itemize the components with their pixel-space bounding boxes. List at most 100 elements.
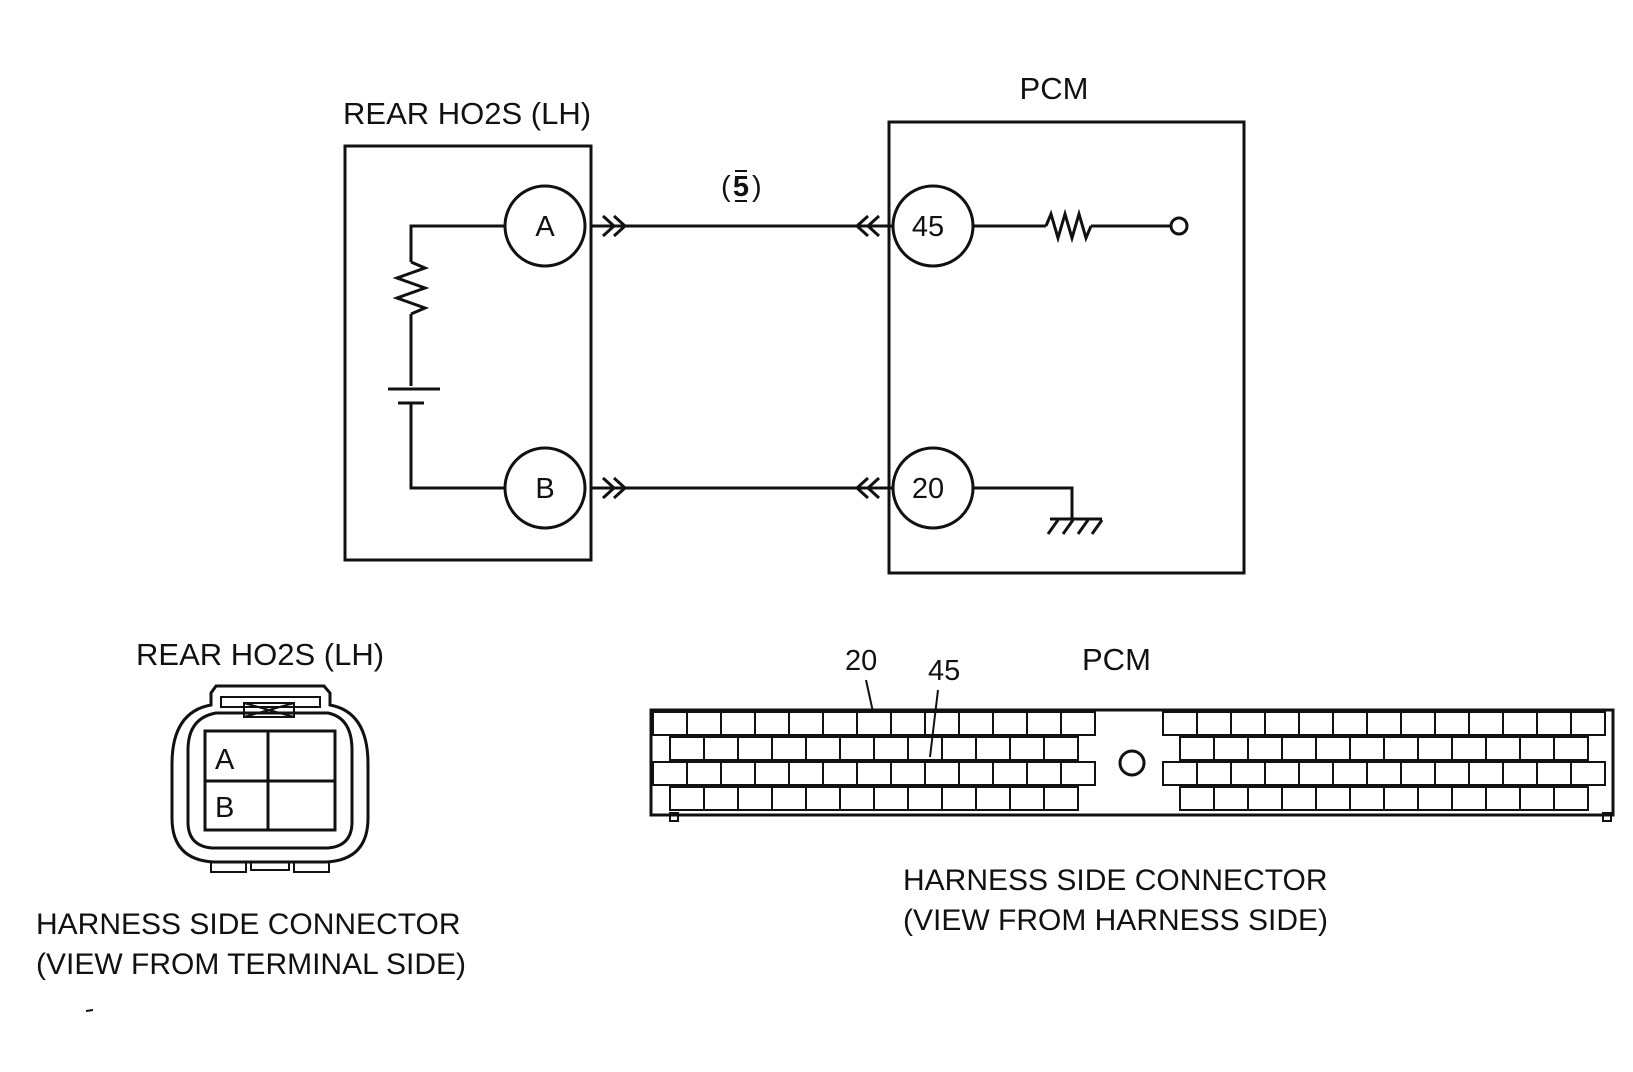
pcm-cavity xyxy=(1060,711,1096,736)
wire-number-close-paren: ) xyxy=(752,171,762,203)
stray-mark xyxy=(85,1009,94,1012)
pcm-cavity xyxy=(992,761,1028,786)
connector-chevron-icon xyxy=(854,476,881,500)
locking-tab xyxy=(220,696,321,708)
pcm-connector-center-hole xyxy=(1118,749,1146,777)
connector-chevron-icon xyxy=(601,476,628,500)
pcm-reference-terminal-icon xyxy=(1169,216,1189,236)
pcm-cavity xyxy=(788,761,824,786)
locking-latch xyxy=(243,702,295,718)
pcm-cavity xyxy=(1213,786,1249,811)
pcm-cavity xyxy=(1383,736,1419,761)
pcm-cavity xyxy=(1417,786,1453,811)
pcm-cavity xyxy=(754,761,790,786)
pcm-cavity xyxy=(652,761,688,786)
pcm-connector-foot xyxy=(1602,812,1612,822)
pcm-cavity xyxy=(805,736,841,761)
sensor-connector-view: REAR HO2S (LH) A B HARNESS SIDE CONNECTO… xyxy=(36,637,466,1012)
pcm-connector-foot xyxy=(669,812,679,822)
pcm-cavity xyxy=(669,736,705,761)
sensor-schematic: REAR HO2S (LH) A B xyxy=(343,96,593,562)
pcm-cavity xyxy=(1502,761,1538,786)
pcm-cavity xyxy=(1281,786,1317,811)
pcm-cavity xyxy=(1502,711,1538,736)
pcm-cavity xyxy=(754,711,790,736)
pcm-cavity xyxy=(686,711,722,736)
pcm-cavity xyxy=(1213,736,1249,761)
pcm-cavity xyxy=(1043,786,1079,811)
pcm-cavity xyxy=(1332,711,1368,736)
terminal-b-label: B xyxy=(215,792,234,824)
pcm-cavity xyxy=(1553,736,1589,761)
sensor-connector-caption-line2: (VIEW FROM TERMINAL SIDE) xyxy=(36,948,466,981)
wire-number-label: 5 xyxy=(733,171,749,203)
pcm-cavity xyxy=(1179,786,1215,811)
pcm-cavity xyxy=(1468,711,1504,736)
pcm-cavity xyxy=(1026,761,1062,786)
sensor-box xyxy=(343,144,593,562)
sensor-pin-b-label: B xyxy=(535,473,554,505)
pcm-cavity xyxy=(737,786,773,811)
pcm-cavity xyxy=(1519,736,1555,761)
pcm-cavity xyxy=(839,786,875,811)
sensor-connector-title: REAR HO2S (LH) xyxy=(136,637,384,672)
pcm-cavity xyxy=(1485,736,1521,761)
pcm-cavity xyxy=(1485,786,1521,811)
ground-icon xyxy=(1046,517,1104,535)
pcm-cavity xyxy=(1468,761,1504,786)
pcm-connector-caption-line2: (VIEW FROM HARNESS SIDE) xyxy=(903,904,1328,937)
pcm-cavity xyxy=(941,786,977,811)
pcm-cavity-grid xyxy=(652,711,1606,811)
pcm-cavity xyxy=(1247,786,1283,811)
pcm-cavity xyxy=(856,761,892,786)
pcm-cavity xyxy=(856,711,892,736)
harness-wires: ( 5 ) xyxy=(591,170,893,500)
pcm-cavity xyxy=(1247,736,1283,761)
pcm-connector-caption-line1: HARNESS SIDE CONNECTOR xyxy=(903,864,1328,897)
pcm-cavity xyxy=(1536,711,1572,736)
connector-chevron-icon xyxy=(601,214,628,238)
pcm-cavity xyxy=(703,786,739,811)
pcm-cavity xyxy=(941,736,977,761)
sensor-pin-a-circle xyxy=(503,184,587,268)
pcm-cavity xyxy=(958,761,994,786)
pcm-cavity xyxy=(1349,736,1385,761)
pcm-connector-view: PCM 20 45 HARNESS SIDE CONNECTOR (VIEW F… xyxy=(649,642,1615,937)
pcm-cavity xyxy=(1400,761,1436,786)
pcm-cavity xyxy=(771,736,807,761)
pcm-cavity xyxy=(1366,761,1402,786)
pcm-cavity xyxy=(771,786,807,811)
pcm-resistor-icon xyxy=(1044,208,1093,244)
pcm-box xyxy=(887,120,1246,575)
pcm-cavity xyxy=(1264,761,1300,786)
pcm-cavity xyxy=(805,786,841,811)
pcm-cavity xyxy=(1264,711,1300,736)
pcm-cavity xyxy=(924,711,960,736)
pcm-pin-20-label: 20 xyxy=(912,473,944,505)
pcm-cavity xyxy=(1434,761,1470,786)
pcm-pin-45-label: 45 xyxy=(912,211,944,243)
pcm-cavity xyxy=(686,761,722,786)
pcm-cavity xyxy=(1451,736,1487,761)
pcm-cavity xyxy=(1281,736,1317,761)
pcm-cavity xyxy=(1400,711,1436,736)
sensor-title: REAR HO2S (LH) xyxy=(343,96,591,131)
sensor-connector-caption-line1: HARNESS SIDE CONNECTOR xyxy=(36,908,461,941)
pcm-title: PCM xyxy=(1020,71,1089,106)
pcm-cavity xyxy=(958,711,994,736)
pcm-cavity xyxy=(1315,786,1351,811)
pcm-cavity xyxy=(1162,711,1198,736)
pcm-cavity xyxy=(1451,786,1487,811)
pcm-cavity xyxy=(1298,711,1334,736)
pcm-cavity xyxy=(720,761,756,786)
bottom-key xyxy=(250,861,290,871)
sensor-pin-b-circle xyxy=(503,446,587,530)
sensor-internal-wire-top xyxy=(409,224,504,262)
pcm-cavity xyxy=(1026,711,1062,736)
pcm-cavity xyxy=(890,711,926,736)
sensor-internal-wire-bottom xyxy=(409,403,504,490)
pcm-cavity xyxy=(1383,786,1419,811)
sensor-connector-outer-shell xyxy=(170,684,370,864)
locking-latch-cross xyxy=(243,702,295,718)
